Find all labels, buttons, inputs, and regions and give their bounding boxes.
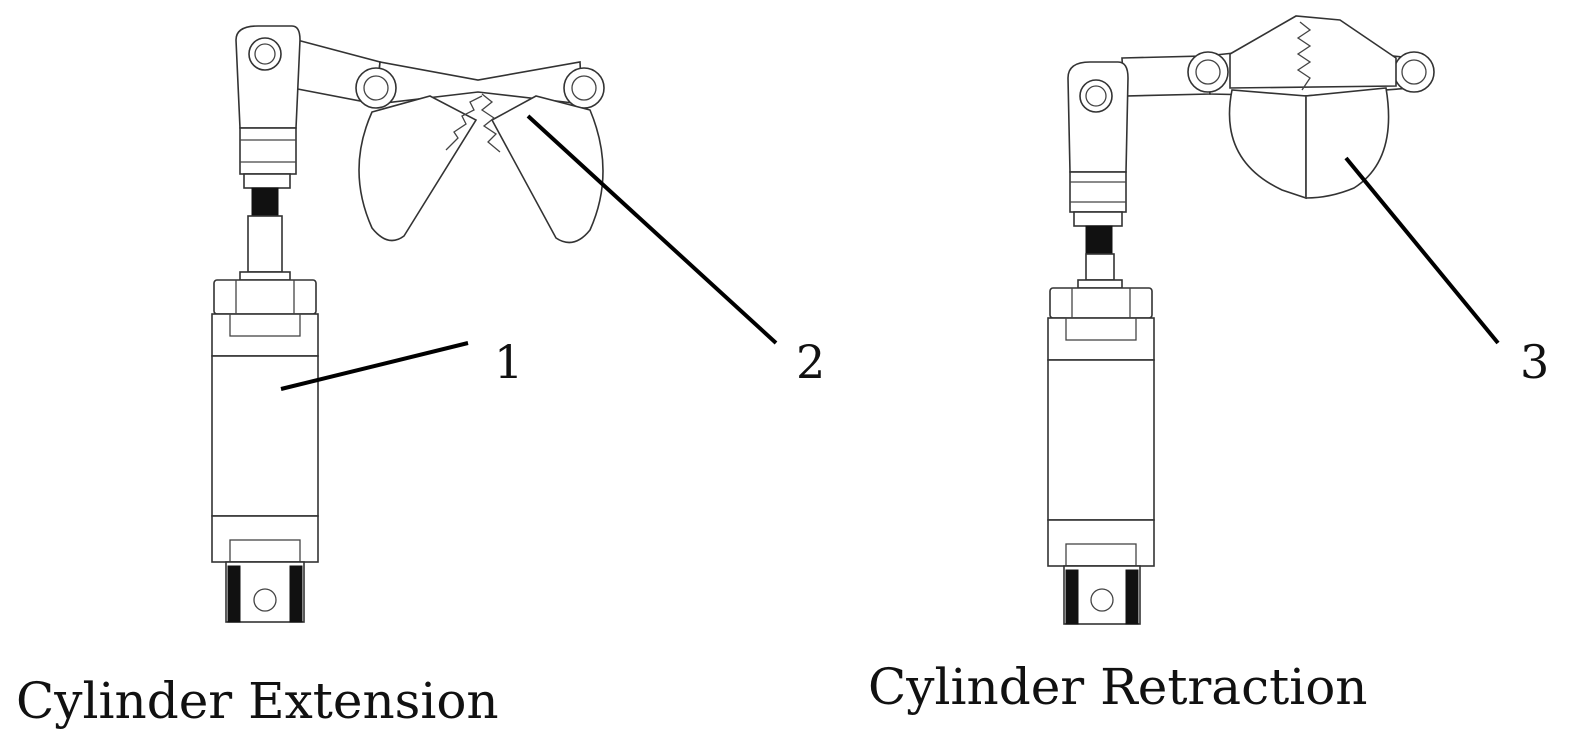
left-piston-rod: [239, 215, 291, 281]
right-closed-jaws: [1228, 15, 1397, 200]
caption-cylinder-extension: Cylinder Extension: [16, 672, 499, 730]
right-cylinder-body: [1047, 287, 1155, 625]
left-rod-nut: [239, 127, 297, 217]
caption-cylinder-retraction: Cylinder Retraction: [868, 658, 1368, 716]
left-open-jaws: [358, 93, 604, 244]
callout-1-label: 1: [494, 335, 523, 389]
left-gripper-assembly: 1 2: [211, 25, 825, 623]
left-pivot-joints: [355, 67, 605, 109]
callout-3-leader: [1344, 156, 1500, 345]
callout-3-label: 3: [1520, 335, 1549, 389]
left-linkage-arms: [281, 34, 583, 105]
right-rod-nut: [1069, 171, 1127, 255]
callout-1-leader: [280, 341, 469, 391]
right-pivot-joints: [1187, 51, 1435, 93]
right-piston-rod: [1077, 253, 1123, 289]
callout-2-label: 2: [796, 335, 825, 389]
right-gripper-assembly: 3: [1047, 15, 1549, 625]
left-clevis-block: [235, 25, 301, 129]
left-cylinder-body: [211, 279, 319, 623]
callout-2-leader: [526, 114, 778, 345]
right-clevis-block: [1067, 61, 1129, 173]
